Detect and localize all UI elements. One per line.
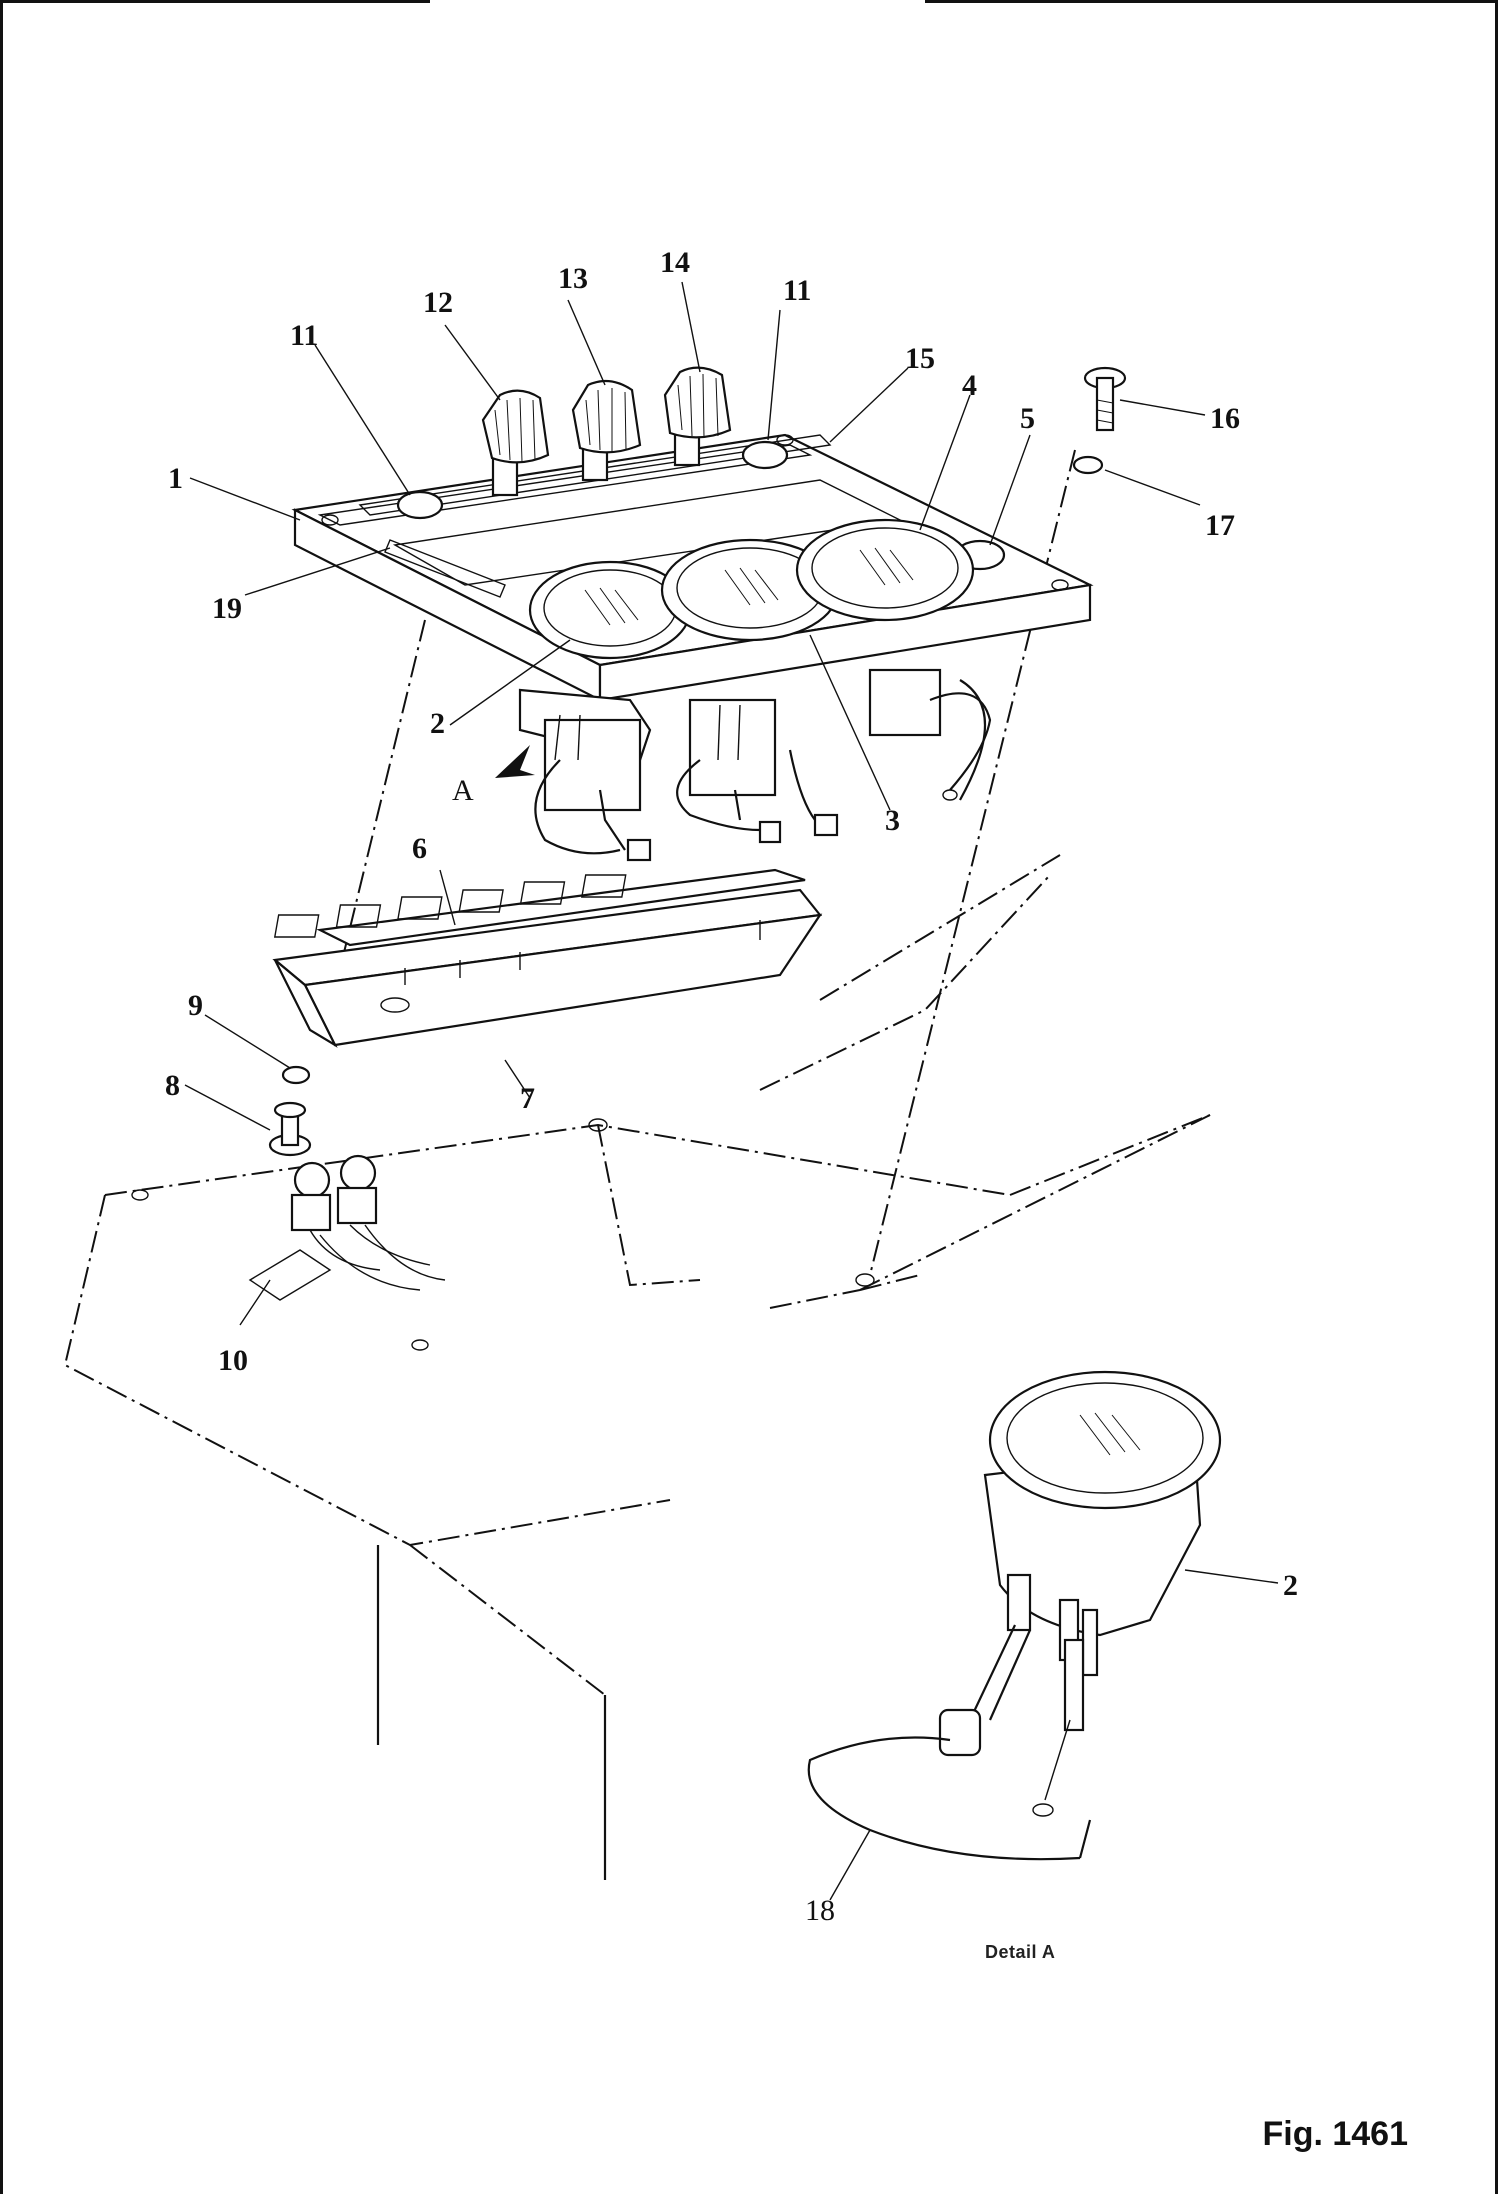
callout-17: 17 [1205, 509, 1235, 542]
view-arrow-a [495, 745, 535, 778]
knob-14 [663, 366, 732, 467]
callout-4: 4 [962, 369, 977, 402]
washer-9 [281, 1065, 311, 1085]
frame-border-top-right [925, 0, 1498, 3]
knob-13 [571, 379, 642, 482]
alignment-line-left [329, 619, 426, 1011]
gauge-4 [795, 518, 975, 622]
plug-11-left [396, 490, 444, 520]
callout-13: 13 [558, 262, 588, 295]
callout-12: 12 [423, 286, 453, 319]
callout-7: 7 [520, 1082, 535, 1115]
bracket-7 [272, 888, 823, 1048]
gauge-bodies-and-wiring [518, 668, 992, 862]
frame-border-top-left [0, 0, 430, 3]
screw-8 [268, 1101, 312, 1157]
view-arrow-a-letter: A [452, 774, 474, 807]
callout-11-left: 11 [290, 319, 318, 352]
label-plate-19 [384, 539, 506, 598]
callout-11-right: 11 [783, 274, 811, 307]
frame-border-left [0, 0, 3, 2194]
callout-14: 14 [660, 246, 690, 279]
plug-11-right [741, 440, 789, 470]
callout-10: 10 [218, 1344, 248, 1377]
callout-6: 6 [412, 832, 427, 865]
callout-18: 18 [805, 1894, 835, 1927]
bolt-16 [1083, 366, 1127, 432]
lamp-sockets-10 [248, 1154, 446, 1301]
callout-8: 8 [165, 1069, 180, 1102]
callout-5: 5 [1020, 402, 1035, 435]
callout-19: 19 [212, 592, 242, 625]
callout-3: 3 [885, 804, 900, 837]
name-plate-15 [358, 434, 832, 516]
callout-1: 1 [168, 462, 183, 495]
detail-a-caption: Detail A [985, 1942, 1056, 1962]
callout-16: 16 [1210, 402, 1240, 435]
washer-17 [1072, 455, 1104, 475]
figure-number: Fig. 1461 [1262, 2115, 1408, 2153]
detail-a-gauge [807, 1370, 1222, 1861]
callout-2: 2 [430, 707, 445, 740]
callout-2-detail: 2 [1283, 1569, 1298, 1602]
indicator-card-6 [273, 868, 806, 947]
callout-9: 9 [188, 989, 203, 1022]
frame-border-right [1495, 0, 1498, 2194]
knob-12 [481, 389, 550, 497]
callout-leader-lines [184, 281, 1279, 1901]
callout-labels: 1 2 3 4 5 6 7 8 9 10 11 11 12 13 14 15 1… [165, 246, 1298, 1927]
console-body-outline [63, 854, 1211, 1880]
callout-15: 15 [905, 342, 935, 375]
